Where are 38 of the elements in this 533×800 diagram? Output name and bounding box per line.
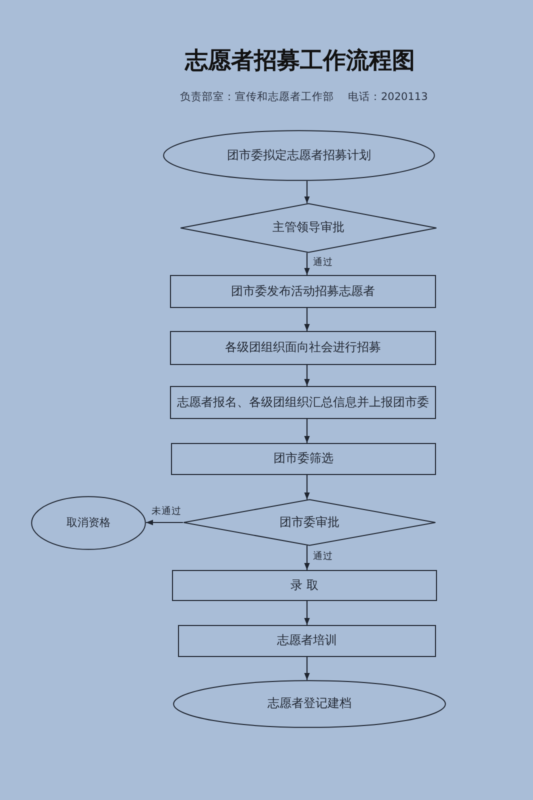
- arrow: [304, 308, 310, 331]
- node-label: 团市委审批: [280, 514, 340, 530]
- terminal-ellipse: [173, 680, 446, 728]
- arrow: [304, 475, 310, 500]
- arrow: [146, 520, 183, 526]
- edge-label: 通过: [312, 550, 334, 563]
- process-box: [170, 386, 436, 419]
- node-label: 志愿者报名、各级团组织汇总信息并上报团市委: [177, 394, 429, 410]
- edge-label: 通过: [312, 256, 334, 269]
- process-box: [171, 443, 436, 475]
- node-label: 志愿者登记建档: [268, 696, 352, 712]
- arrow: [304, 419, 310, 443]
- node-label: 团市委发布活动招募志愿者: [231, 284, 375, 300]
- process-box: [170, 331, 436, 365]
- process-box: [172, 570, 437, 601]
- diagram-title: 志愿者招募工作流程图: [185, 47, 415, 76]
- decision-diamond: [180, 203, 437, 253]
- arrow: [304, 546, 310, 570]
- header-note: 负责部室：宣传和志愿者工作部: [180, 90, 334, 104]
- process-box: [178, 625, 436, 657]
- header-note: 电话：2020113: [348, 90, 428, 104]
- arrow: [304, 252, 310, 275]
- node-label: 取消资格: [66, 516, 110, 530]
- arrow: [304, 657, 310, 680]
- arrow: [304, 601, 310, 625]
- node-label: 各级团组织面向社会进行招募: [225, 340, 381, 356]
- node-label: 主管领导审批: [272, 220, 344, 236]
- arrow: [304, 365, 310, 386]
- arrow: [304, 180, 310, 204]
- edge-label: 未通过: [150, 506, 182, 518]
- process-box: [170, 275, 436, 308]
- node-label: 团市委筛选: [274, 451, 334, 467]
- node-label: 志愿者培训: [277, 633, 337, 649]
- terminal-ellipse: [163, 130, 435, 181]
- node-label: 录 取: [290, 578, 318, 594]
- terminal-ellipse: [31, 496, 146, 550]
- node-label: 团市委拟定志愿者招募计划: [227, 148, 371, 164]
- decision-diamond: [183, 499, 436, 546]
